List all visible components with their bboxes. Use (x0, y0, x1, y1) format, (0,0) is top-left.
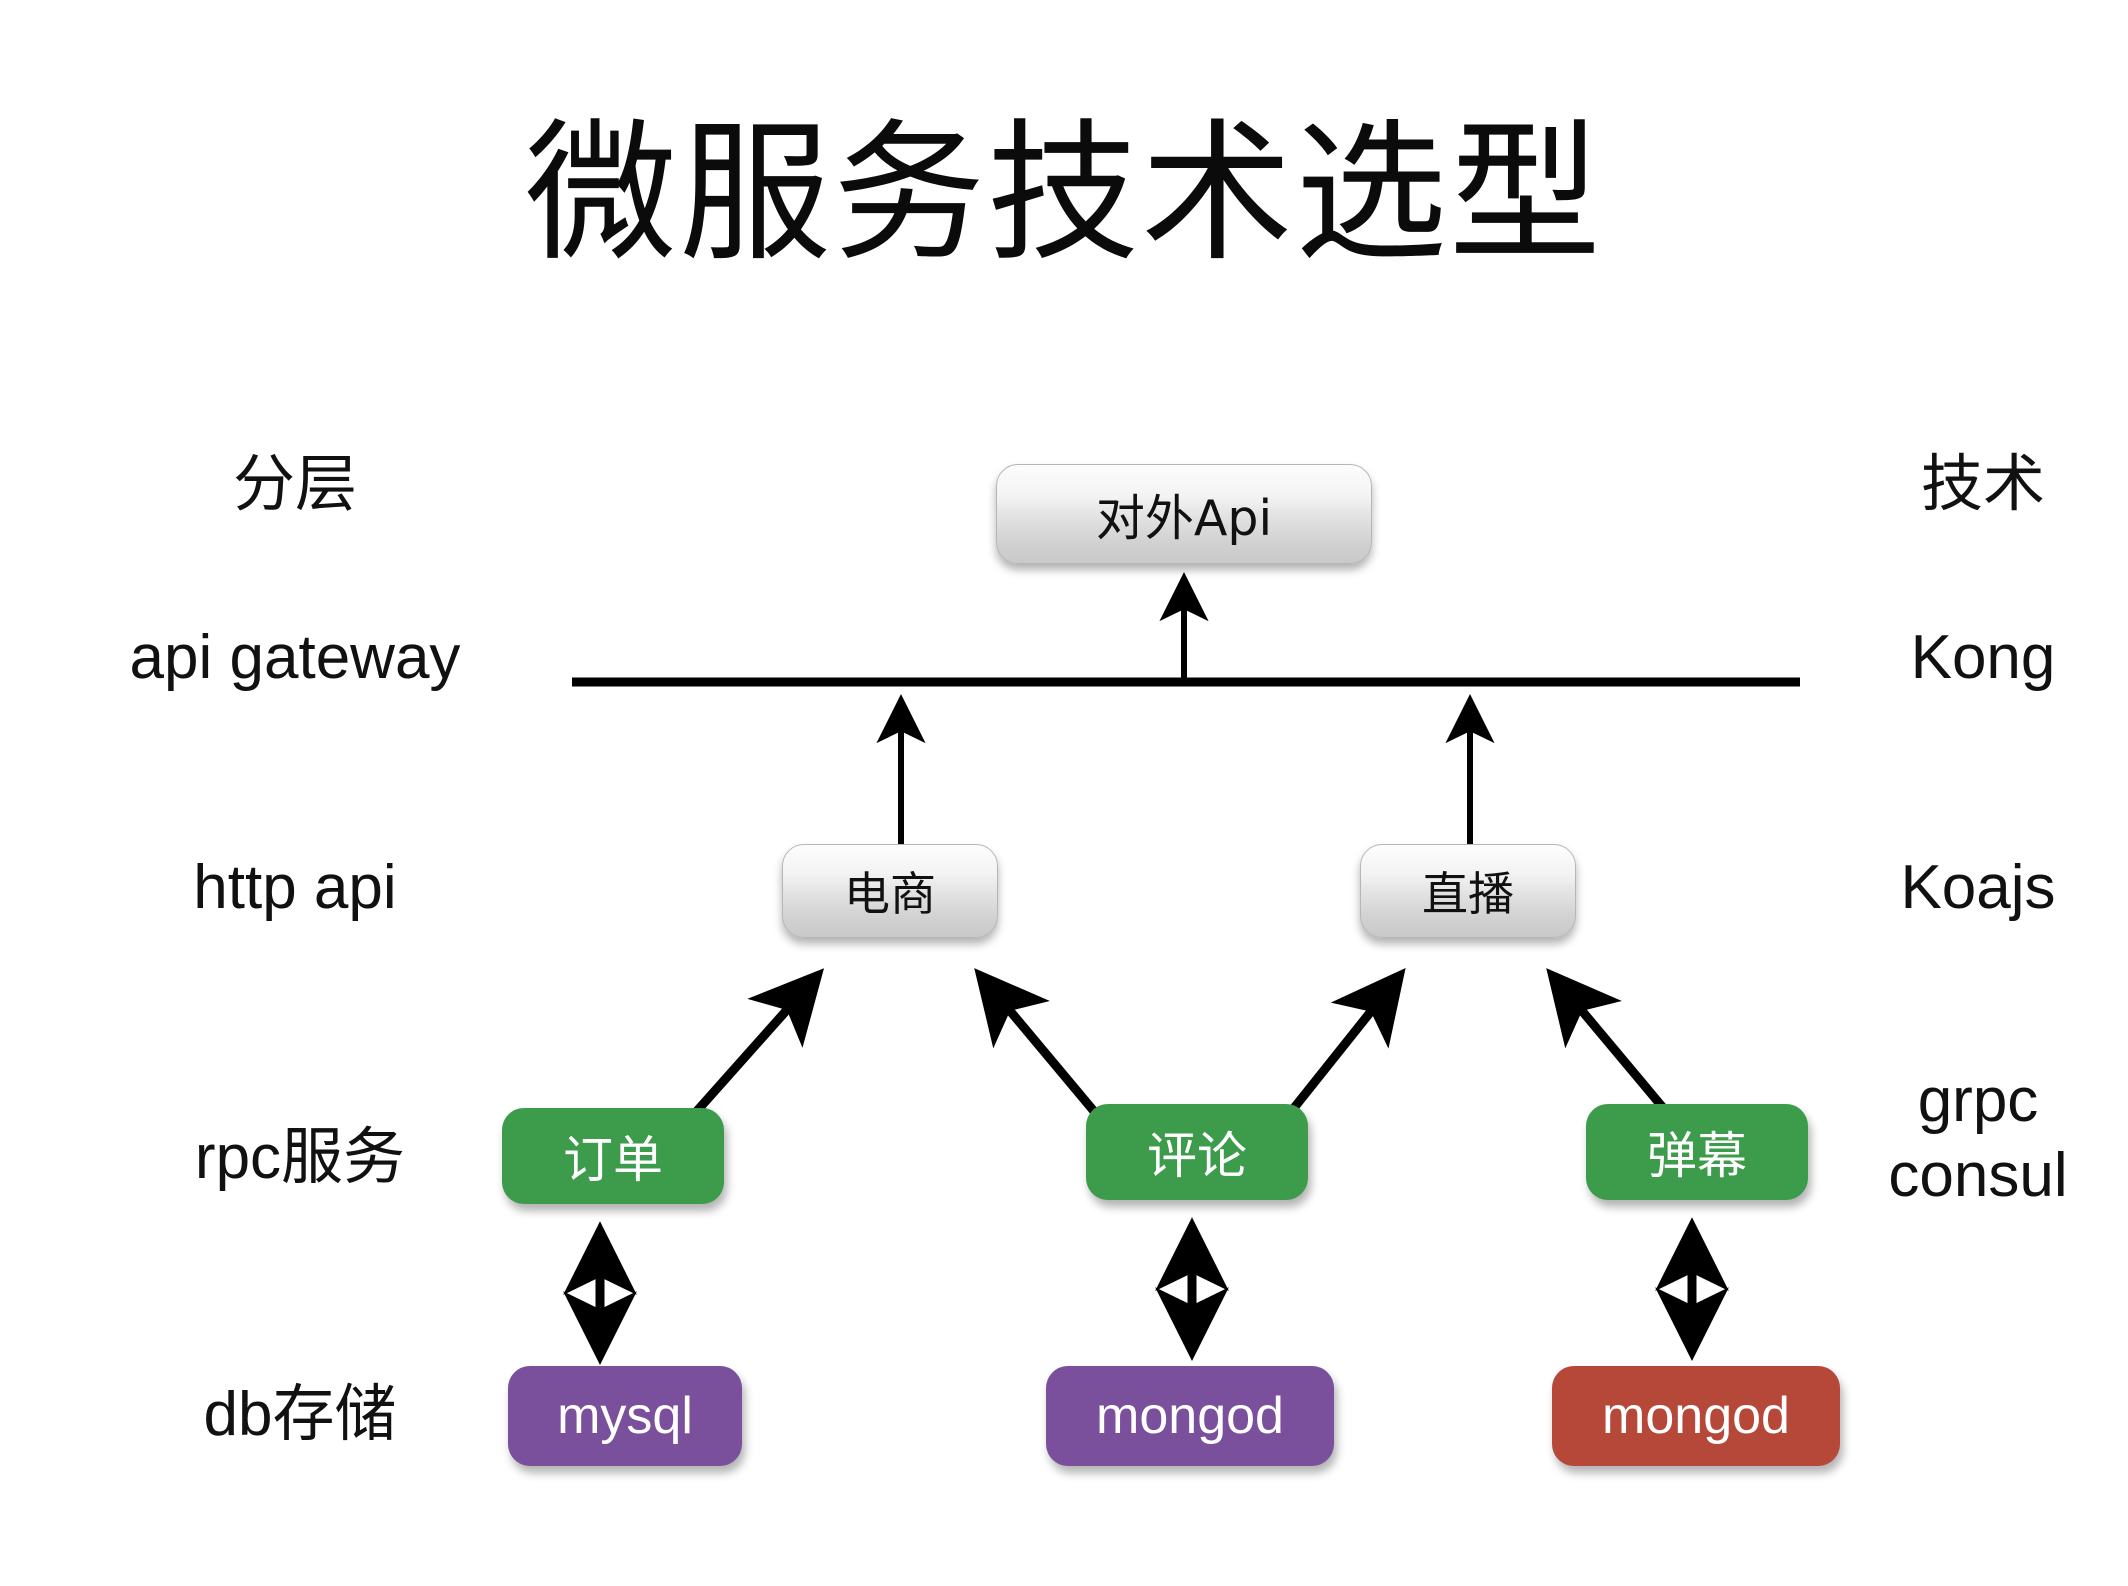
node-ecommerce-label: 电商 (844, 867, 936, 921)
node-order[interactable]: 订单 (502, 1108, 724, 1204)
tech-label-consul: consul (1888, 1141, 2068, 1210)
right-header-label: 技术 (1920, 450, 2045, 519)
node-db-mongod-barrage-label: mongod (1602, 1387, 1790, 1445)
layer-label-rpc-service: rpc服务 (194, 1123, 406, 1192)
node-db-mongod-comment[interactable]: mongod (1046, 1366, 1334, 1466)
node-db-mysql-label: mysql (557, 1387, 693, 1445)
left-header-label: 分层 (232, 450, 357, 519)
layer-label-http-api: http api (193, 853, 397, 922)
layer-label-api-gateway: api gateway (129, 623, 461, 692)
node-comment[interactable]: 评论 (1086, 1104, 1308, 1200)
node-external-api-label: 对外Api (1095, 489, 1273, 547)
arrow-comment-to-live (1274, 967, 1406, 1131)
node-db-mysql[interactable]: mysql (508, 1366, 742, 1466)
node-barrage-label: 弹幕 (1647, 1127, 1747, 1185)
node-barrage[interactable]: 弹幕 (1586, 1104, 1808, 1200)
node-external-api[interactable]: 对外Api (996, 464, 1372, 564)
layer-label-db-storage: db存储 (203, 1380, 397, 1449)
node-live-label: 直播 (1422, 867, 1514, 921)
node-comment-label: 评论 (1147, 1127, 1247, 1185)
tech-label-kong: Kong (1910, 623, 2056, 692)
tech-label-koajs: Koajs (1900, 853, 2056, 922)
arrow-order-to-ecommerce (676, 968, 824, 1133)
page-title: 微服务技术选型 (525, 105, 1603, 282)
arrow-comment-to-ecommerce (974, 968, 1112, 1131)
node-live[interactable]: 直播 (1360, 844, 1576, 938)
node-db-mongod-comment-label: mongod (1096, 1387, 1284, 1445)
node-ecommerce[interactable]: 电商 (782, 844, 998, 938)
node-order-label: 订单 (563, 1131, 663, 1189)
node-db-mongod-barrage[interactable]: mongod (1552, 1366, 1840, 1466)
tech-label-grpc: grpc (1917, 1066, 2039, 1135)
